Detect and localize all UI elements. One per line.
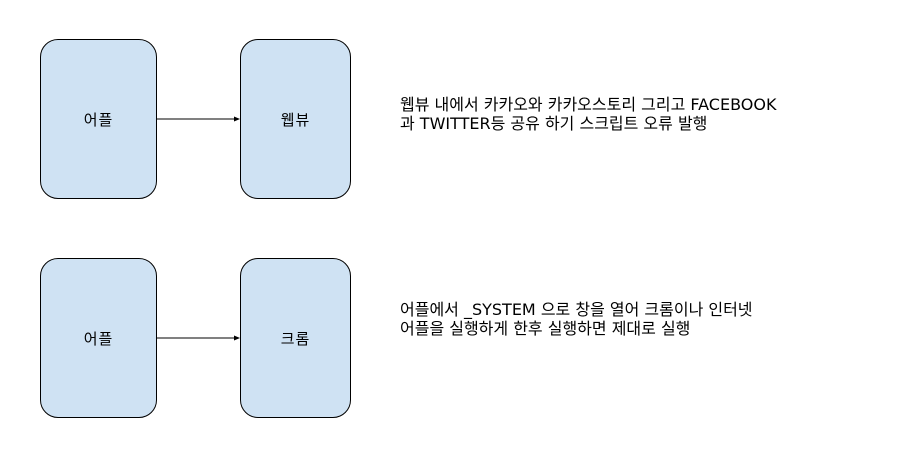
flow-2-target-box: 크롬 [240, 258, 351, 418]
flow-1-arrowhead [234, 116, 240, 122]
flow-2-note: 어플에서 _SYSTEM 으로 창을 열어 크롬이나 인터넷 어플을 실행하게 … [400, 300, 753, 338]
flow-2-arrowhead [234, 335, 240, 341]
flow-2-note-line-2: 어플을 실행하게 한후 실행하면 제대로 실행 [400, 319, 691, 338]
flow-1-source-box: 어플 [40, 39, 157, 199]
flow-1-target-label: 웹뷰 [280, 110, 311, 129]
flow-1-source-label: 어플 [83, 110, 114, 129]
flow-2-source-label: 어플 [83, 329, 114, 348]
flow-1-note: 웹뷰 내에서 카카오와 카카오스토리 그리고 FACEBOOK 과 TWITTE… [400, 95, 776, 133]
flow-2-target-label: 크롬 [280, 329, 311, 348]
flow-2-note-line-1: 어플에서 _SYSTEM 으로 창을 열어 크롬이나 인터넷 [400, 300, 753, 319]
flow-2-source-box: 어플 [40, 258, 157, 418]
flow-1-target-box: 웹뷰 [240, 39, 351, 199]
flow-1-note-line-2: 과 TWITTER등 공유 하기 스크립트 오류 발행 [400, 114, 708, 133]
flow-1-note-line-1: 웹뷰 내에서 카카오와 카카오스토리 그리고 FACEBOOK [400, 95, 777, 114]
